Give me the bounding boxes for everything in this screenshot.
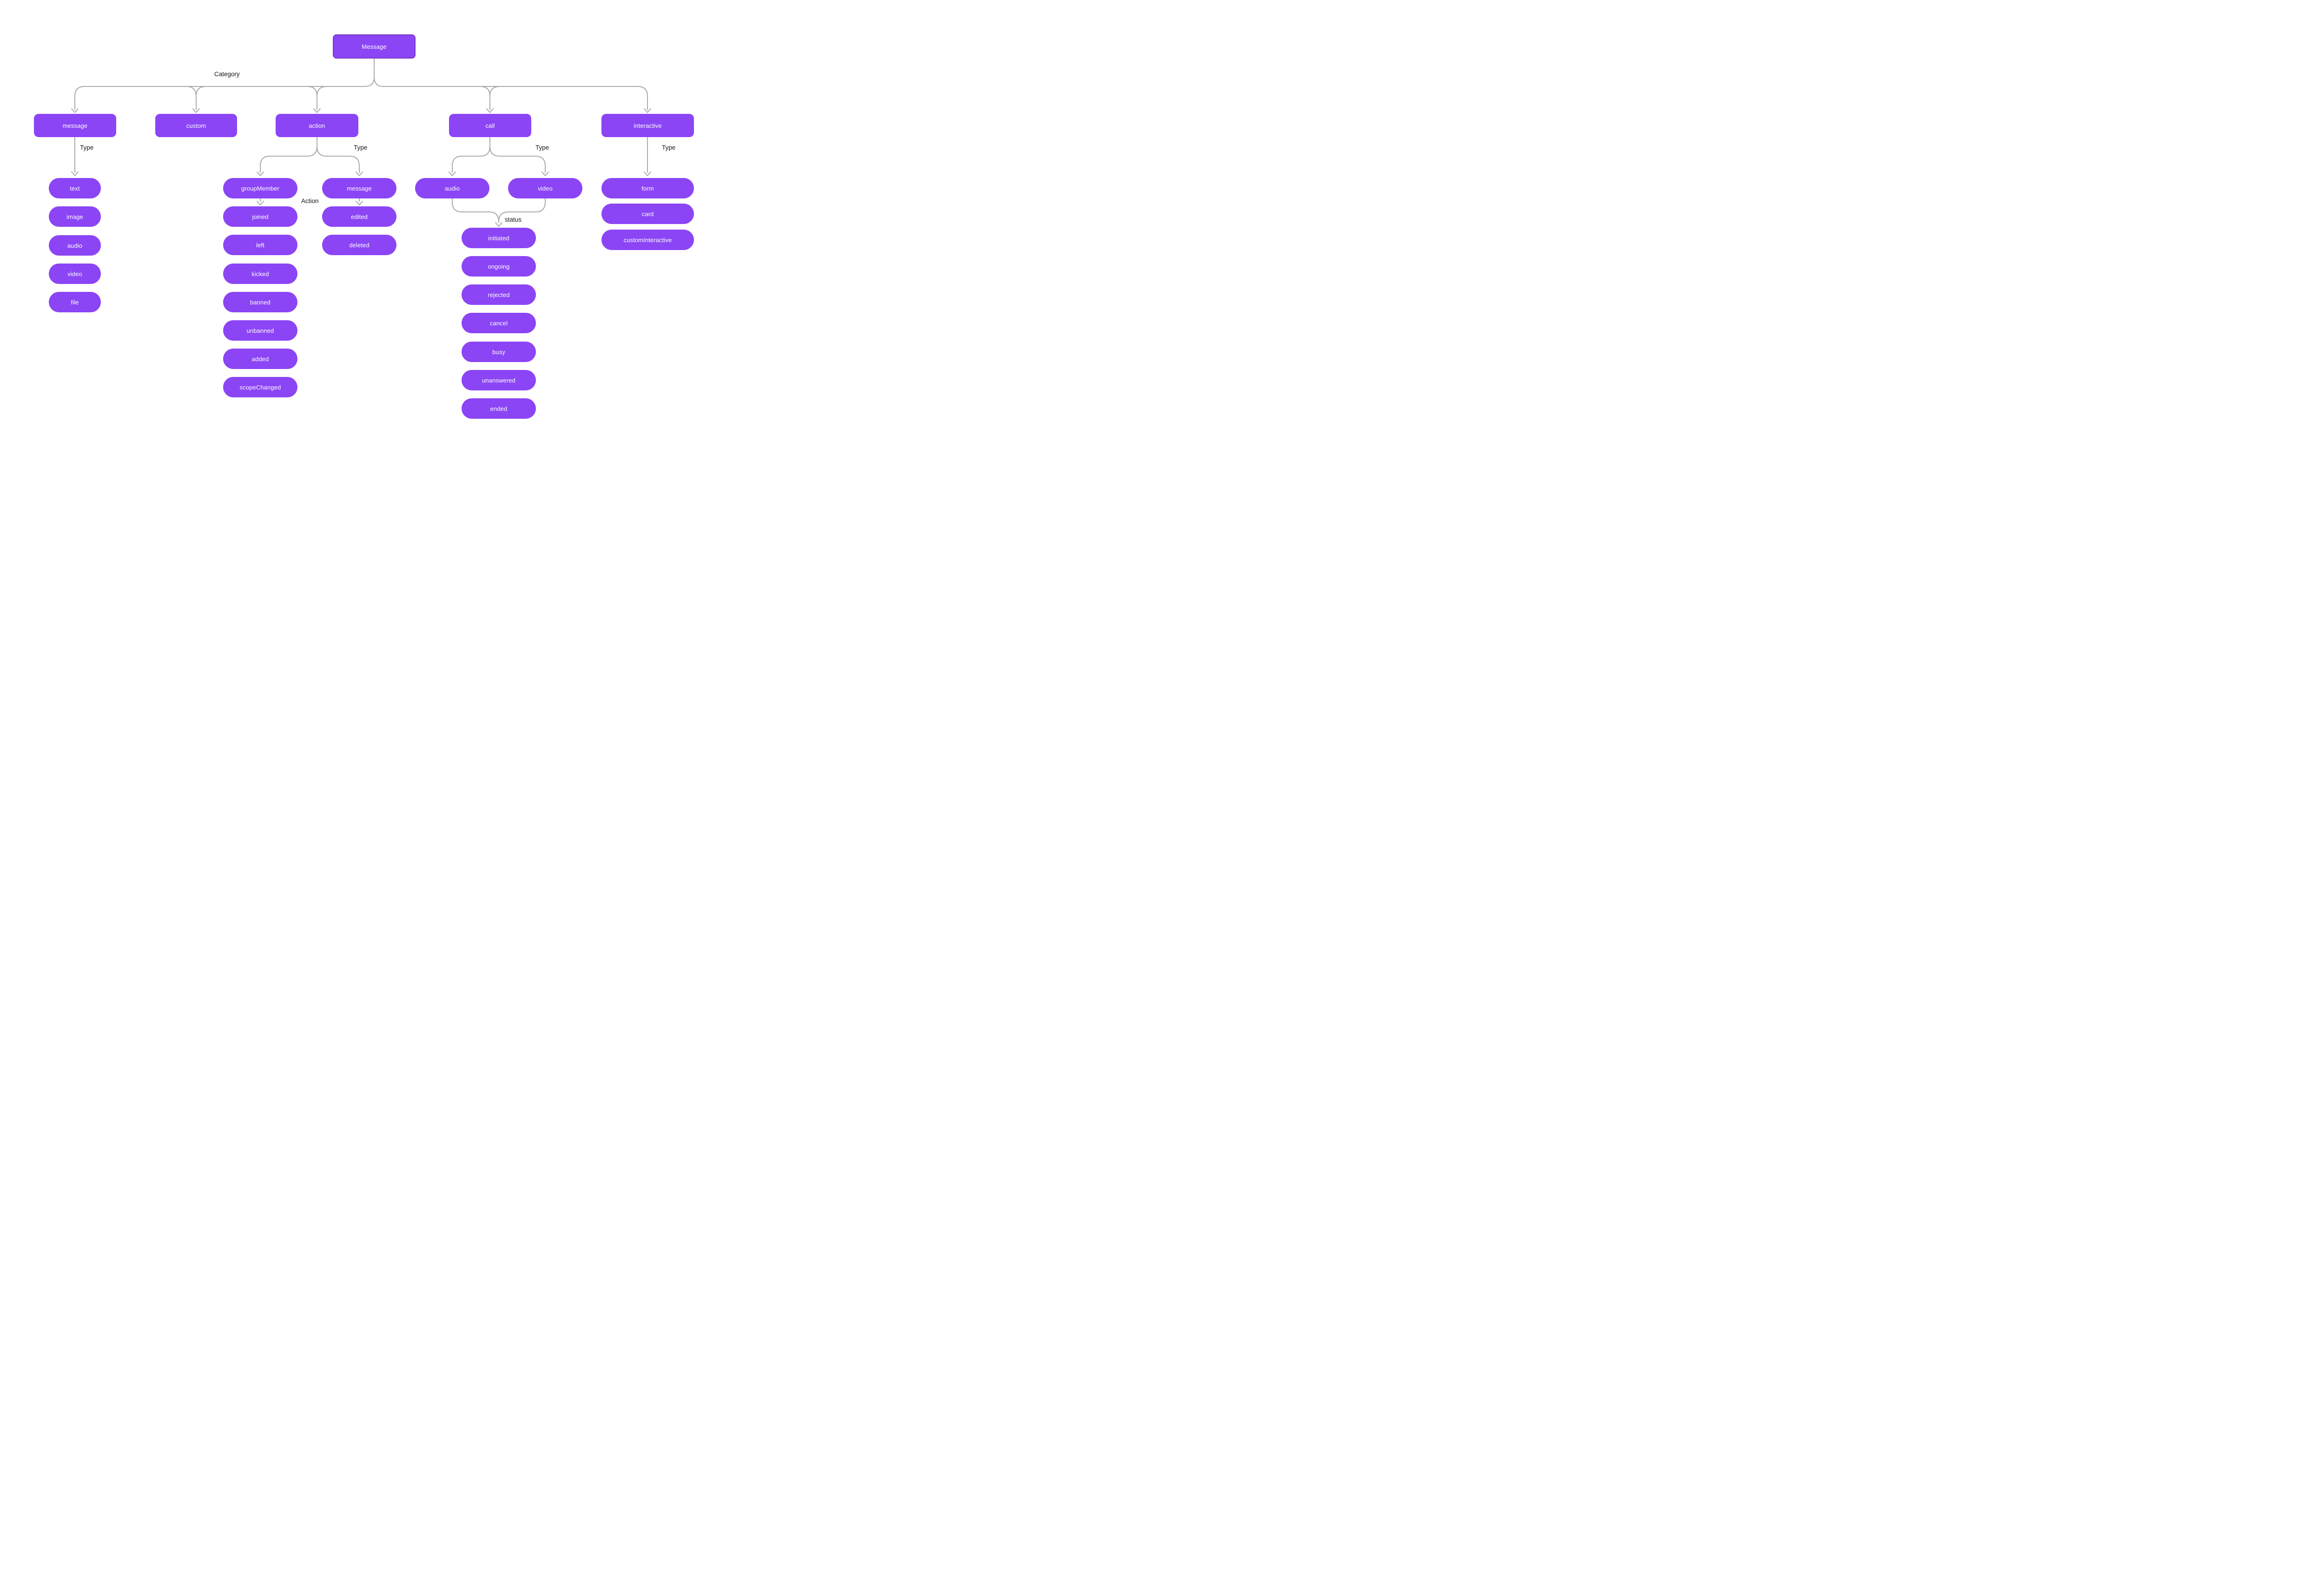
node-interactive-custom: customInteractive [601, 230, 694, 250]
node-category-call: call [449, 114, 531, 137]
arrow-category-action [313, 108, 321, 113]
node-call-video: video [508, 178, 582, 198]
arrow-message-type [71, 171, 79, 176]
edge-drop-call [480, 86, 490, 110]
edge-label-status: status [505, 216, 522, 223]
node-action-banned: banned [223, 292, 297, 312]
edge-drop-action [307, 86, 317, 110]
node-interactive-form: form [601, 178, 694, 198]
arrow-groupmember-joined [257, 201, 264, 205]
edge-label-type-interactive: Type [662, 144, 676, 151]
node-type-video: video [49, 264, 101, 284]
edge-call-split-left [452, 137, 490, 173]
arrow-category-message [71, 108, 79, 113]
node-type-file: file [49, 292, 101, 312]
edge-label-action: Action [301, 198, 319, 204]
node-status-rejected: rejected [462, 284, 536, 305]
arrow-actionmessage-edited [356, 201, 363, 205]
node-action-scope-changed: scopeChanged [223, 377, 297, 397]
edge-label-type-message: Type [80, 144, 94, 151]
node-category-action: action [276, 114, 358, 137]
node-call-audio: audio [415, 178, 489, 198]
arrow-action-message [356, 171, 363, 176]
node-category-interactive: interactive [601, 114, 694, 137]
node-category-message: message [34, 114, 116, 137]
node-action-added: added [223, 349, 297, 369]
node-action-joined: joined [223, 206, 297, 227]
diagram-canvas: Category Type Type Type Type Action stat… [0, 0, 729, 453]
node-status-ongoing: ongoing [462, 256, 536, 277]
edge-bus-right [374, 77, 648, 110]
node-interactive-card: card [601, 204, 694, 224]
arrow-status-initiated [495, 222, 502, 227]
node-type-text: text [49, 178, 101, 198]
edge-drop-call-fillet [489, 86, 500, 97]
node-action-edited: edited [322, 206, 396, 227]
edge-action-split-left [260, 137, 317, 173]
edge-layer [71, 58, 651, 227]
arrow-category-call [486, 108, 494, 113]
edge-drop-custom-fillet [196, 86, 206, 97]
edge-merge-audio [452, 198, 499, 223]
arrow-category-interactive [644, 108, 651, 113]
node-status-initiated: initiated [462, 228, 536, 248]
node-action-unbanned: unbanned [223, 320, 297, 341]
edge-label-category: Category [214, 71, 240, 78]
edge-merge-video [498, 198, 546, 222]
arrow-call-video [541, 171, 549, 176]
node-group-member: groupMember [223, 178, 297, 198]
node-status-unanswered: unanswered [462, 370, 536, 390]
node-type-image: image [49, 206, 101, 227]
node-action-message: message [322, 178, 396, 198]
edge-bus-left [74, 77, 375, 110]
arrow-call-audio [449, 171, 456, 176]
edge-label-type-call: Type [535, 144, 549, 151]
edge-label-type-action: Type [354, 144, 368, 151]
node-type-audio: audio [49, 235, 101, 256]
node-action-deleted: deleted [322, 235, 396, 255]
edge-action-split-right [317, 137, 360, 173]
arrow-action-groupmember [257, 171, 264, 176]
node-category-custom: custom [155, 114, 237, 137]
node-status-busy: busy [462, 342, 536, 362]
node-status-cancel: cancel [462, 313, 536, 333]
arrow-category-custom [192, 108, 200, 113]
edge-drop-custom [186, 86, 197, 110]
arrow-interactive-type [644, 171, 651, 176]
edge-call-split-right [489, 137, 546, 173]
node-root-message: Message [333, 34, 416, 59]
node-status-ended: ended [462, 398, 536, 419]
node-action-left: left [223, 235, 297, 255]
node-action-kicked: kicked [223, 264, 297, 284]
edge-drop-action-fillet [317, 86, 327, 97]
